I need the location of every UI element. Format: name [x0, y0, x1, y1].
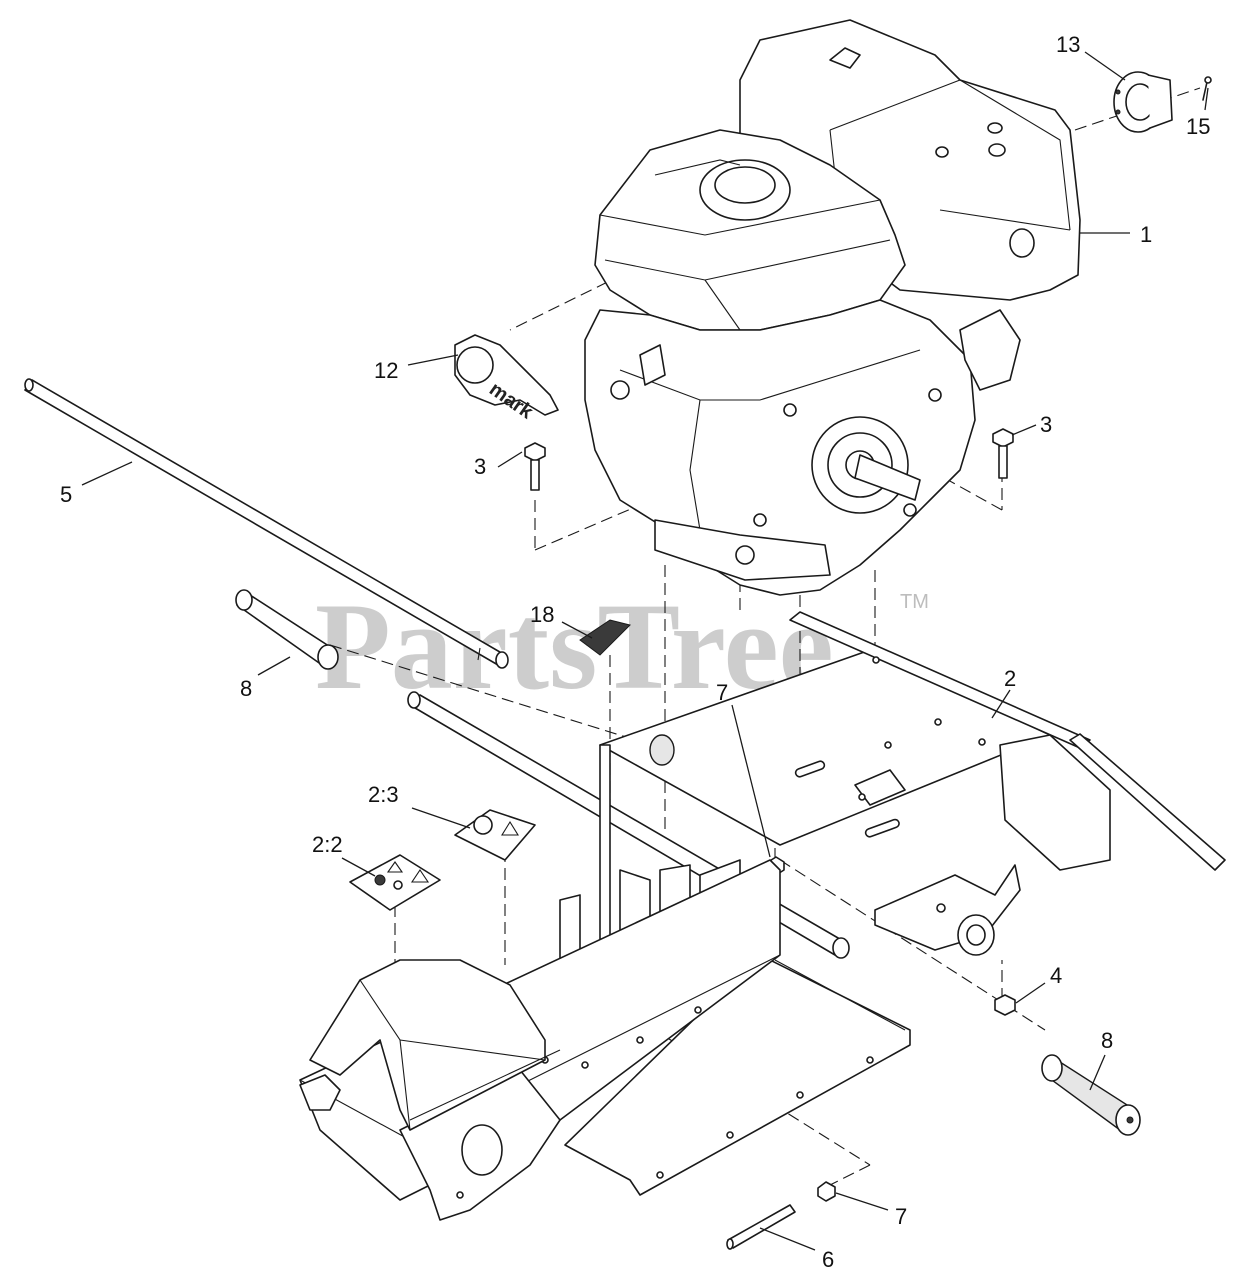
callout-3-right: 3 — [1040, 412, 1052, 437]
sleeve-left — [235, 589, 339, 670]
callout-13: 13 — [1056, 32, 1080, 57]
callout-8-left: 8 — [240, 676, 252, 701]
frame-assembly — [299, 611, 1226, 1221]
engine-assembly — [584, 19, 1081, 596]
callout-8-right: 8 — [1101, 1028, 1113, 1053]
logo-decal: mark — [454, 334, 559, 424]
callout-12: 12 — [374, 358, 398, 383]
decal-2-2 — [349, 854, 441, 911]
label-plate — [579, 619, 631, 656]
callout-18: 18 — [530, 602, 554, 627]
callout-15: 15 — [1186, 114, 1210, 139]
cotter-pin — [1202, 76, 1212, 101]
callouts: 1 2 3 3 4 5 6 7 7 8 8 12 13 — [60, 32, 1210, 1272]
decal-2-3 — [454, 809, 536, 861]
bolt-right — [992, 428, 1014, 479]
callout-4: 4 — [1050, 963, 1062, 988]
callout-7-upper: 7 — [716, 680, 728, 705]
callout-2: 2 — [1004, 666, 1016, 691]
callout-3-left: 3 — [474, 454, 486, 479]
roller-right — [1041, 1054, 1141, 1136]
nut-lower — [817, 1181, 836, 1202]
callout-2-3: 2:3 — [368, 782, 399, 807]
pin-lower — [726, 1204, 796, 1250]
watermark-trademark: TM — [900, 591, 929, 613]
callout-1: 1 — [1140, 222, 1152, 247]
adapter-ring — [1113, 71, 1173, 133]
callout-5: 5 — [60, 482, 72, 507]
bolt-left — [524, 442, 546, 491]
axle-shaft — [24, 378, 509, 669]
callout-6: 6 — [822, 1247, 834, 1272]
callout-7-lower: 7 — [895, 1204, 907, 1229]
callout-2-2: 2:2 — [312, 832, 343, 857]
